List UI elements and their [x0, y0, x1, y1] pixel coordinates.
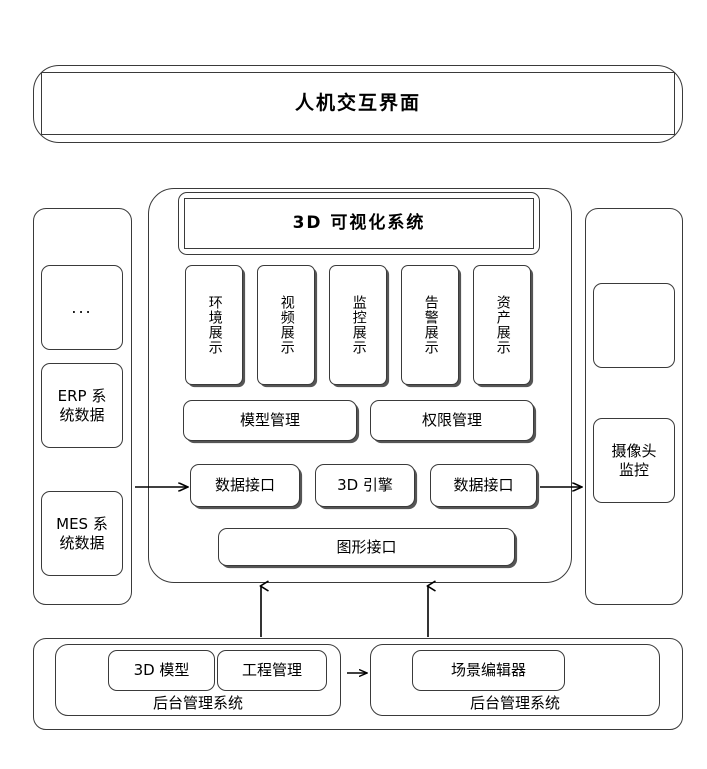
visualization-system-header[interactable]: 3D 可视化系统	[184, 198, 534, 249]
backend-right-caption-label: 后台管理系统	[469, 693, 560, 712]
display-module-video[interactable]: 视频展示	[257, 265, 315, 385]
permission-management-label: 权限管理	[421, 411, 482, 430]
project-management-label: 工程管理	[241, 661, 302, 680]
backend-left-caption: 后台管理系统	[55, 691, 341, 713]
left-sidebar-item-ellipsis[interactable]: ...	[41, 265, 123, 350]
data-interface-left-box[interactable]: 数据接口	[190, 464, 300, 507]
visualization-system-header-label: 3D 可视化系统	[292, 212, 426, 233]
display-module-video-label: 视频展示	[278, 295, 295, 355]
display-module-asset-label: 资产展示	[494, 295, 511, 355]
data-interface-right-label: 数据接口	[453, 476, 514, 495]
right-sidebar-item-camera-label: 摄像头 监控	[611, 441, 657, 479]
right-sidebar-item-empty[interactable]	[593, 283, 675, 368]
display-module-alarm-label: 告警展示	[422, 295, 439, 355]
left-sidebar-item-erp-label: ERP 系 统数据	[57, 386, 107, 424]
scene-editor-label: 场景编辑器	[450, 661, 526, 680]
model-3d-box[interactable]: 3D 模型	[108, 650, 215, 691]
data-interface-left-label: 数据接口	[214, 476, 275, 495]
display-module-monitoring[interactable]: 监控展示	[329, 265, 387, 385]
right-sidebar-container	[585, 208, 683, 605]
engine-3d-box[interactable]: 3D 引擎	[315, 464, 415, 507]
display-module-alarm[interactable]: 告警展示	[401, 265, 459, 385]
left-sidebar-item-erp[interactable]: ERP 系 统数据	[41, 363, 123, 448]
human-machine-interface-box[interactable]: 人机交互界面	[41, 72, 675, 135]
human-machine-interface-label: 人机交互界面	[294, 91, 421, 114]
data-interface-right-box[interactable]: 数据接口	[430, 464, 537, 507]
backend-left-caption-label: 后台管理系统	[152, 693, 243, 712]
scene-editor-box[interactable]: 场景编辑器	[412, 650, 565, 691]
left-sidebar-item-mes[interactable]: MES 系 统数据	[41, 491, 123, 576]
permission-management-box[interactable]: 权限管理	[370, 400, 534, 441]
display-module-environment[interactable]: 环境展示	[185, 265, 243, 385]
right-sidebar-item-camera[interactable]: 摄像头 监控	[593, 418, 675, 503]
left-sidebar-item-mes-label: MES 系 统数据	[56, 514, 108, 552]
engine-3d-label: 3D 引擎	[337, 476, 393, 495]
left-sidebar-item-ellipsis-label: ...	[71, 297, 93, 317]
project-management-box[interactable]: 工程管理	[217, 650, 327, 691]
display-module-asset[interactable]: 资产展示	[473, 265, 531, 385]
model-management-box[interactable]: 模型管理	[183, 400, 357, 441]
model-management-label: 模型管理	[239, 411, 300, 430]
graphics-interface-box[interactable]: 图形接口	[218, 528, 515, 566]
backend-right-caption: 后台管理系统	[370, 691, 660, 713]
model-3d-label: 3D 模型	[133, 661, 190, 680]
graphics-interface-label: 图形接口	[336, 537, 397, 556]
display-module-monitoring-label: 监控展示	[350, 295, 367, 355]
display-module-environment-label: 环境展示	[206, 295, 223, 355]
